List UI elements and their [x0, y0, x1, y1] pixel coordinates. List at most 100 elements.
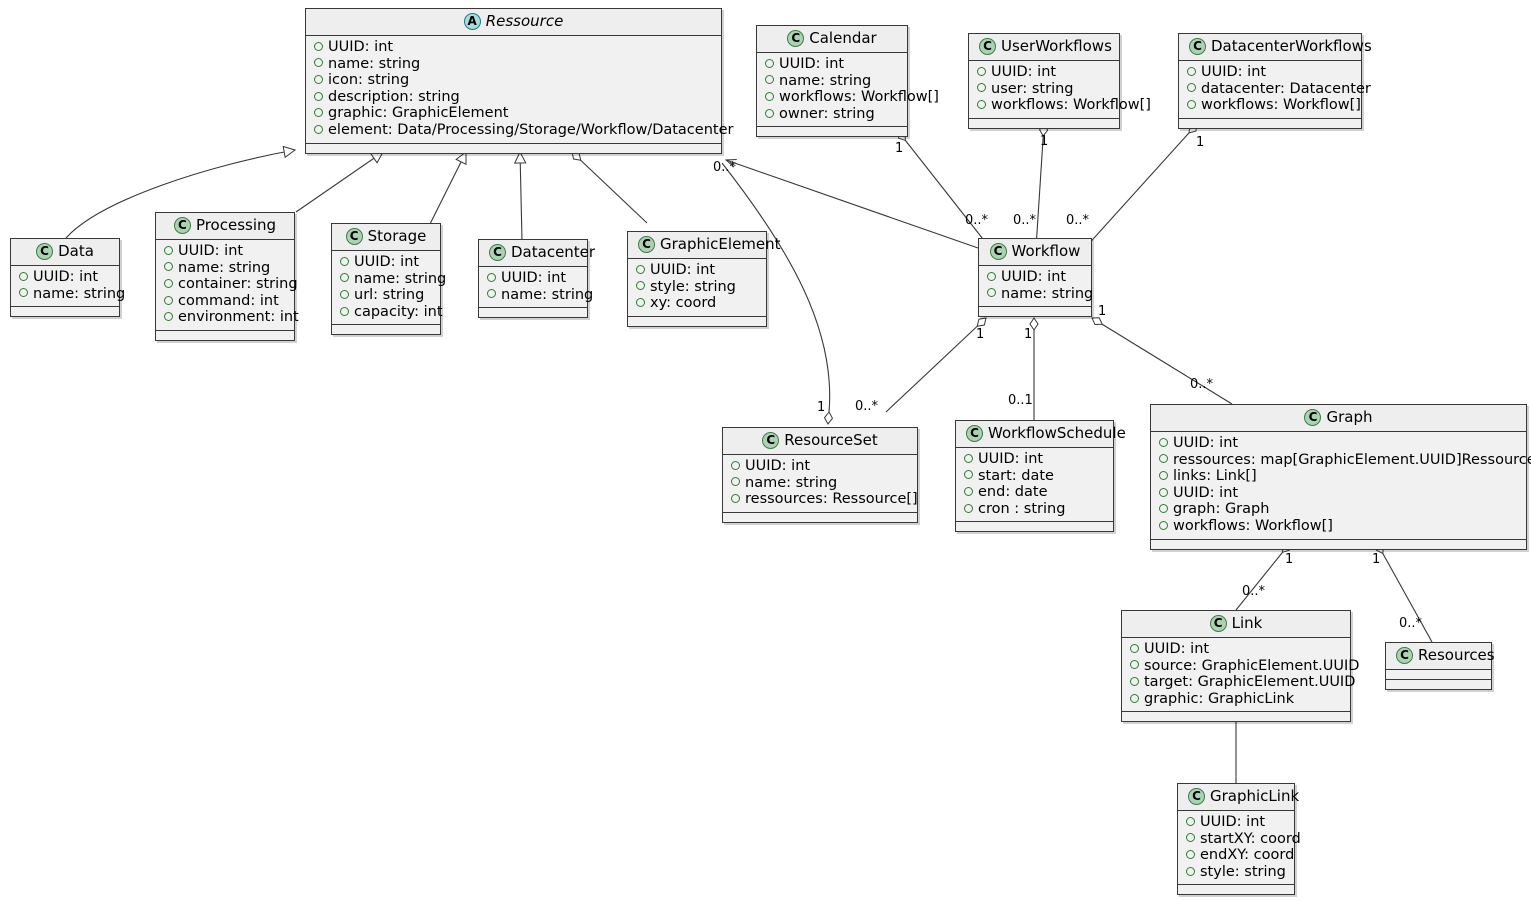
methods-datacenter: [479, 308, 587, 318]
methods-workflow: [979, 307, 1091, 317]
visibility-marker-icon: [314, 41, 323, 51]
label-graph-resources-dst: 0..*: [1399, 616, 1423, 631]
attributes-data: UUID: int name: string: [11, 266, 125, 308]
attribute-row: target: GraphicElement.UUID: [1128, 674, 1355, 691]
methods-processing: [156, 331, 294, 341]
visibility-marker-icon: [340, 256, 349, 266]
label-userworkflows-workflow-dst: 0..*: [1013, 213, 1037, 228]
edge-workflow-graph: [1091, 317, 1233, 405]
visibility-marker-icon: [977, 99, 986, 109]
visibility-marker-icon: [314, 58, 323, 68]
attribute-row: element: Data/Processing/Storage/Workflo…: [312, 122, 733, 139]
edge-workflow-ressource: [726, 160, 979, 249]
edge-datacenter-ressource: [520, 152, 522, 241]
label-graph-link-src: 1: [1285, 552, 1294, 567]
visibility-marker-icon: [164, 278, 173, 288]
class-badge-icon: C: [1209, 615, 1227, 632]
label-datacenterworkflows-workflow-dst: 0..*: [1066, 213, 1090, 228]
attribute-row: UUID: int: [1128, 641, 1344, 658]
class-title-resourceset: ResourceSet: [784, 431, 878, 449]
label-ressource-resourceset-src: 1: [817, 400, 826, 415]
label-graph-link-dst: 0..*: [1242, 584, 1266, 599]
class-title-workflow: Workflow: [1011, 242, 1081, 260]
class-badge-icon: C: [979, 38, 996, 55]
visibility-marker-icon: [977, 83, 986, 93]
attribute-row: source: GraphicElement.UUID: [1128, 658, 1359, 675]
edge-graph-resources: [1375, 542, 1433, 643]
attributes-graphiclink: UUID: int startXY: coord endXY: coord st…: [1178, 811, 1301, 886]
class-title-data: Data: [58, 242, 94, 260]
class-badge-icon: C: [489, 244, 506, 261]
class-title-datacenterworkflows: DatacenterWorkflows: [1211, 37, 1372, 55]
visibility-marker-icon: [1186, 866, 1195, 876]
attribute-row: workflows: Workflow[]: [975, 97, 1151, 114]
edge-datacenterworkflows-workflow: [1084, 123, 1198, 249]
visibility-marker-icon: [314, 91, 323, 101]
attribute-row: capacity: int: [338, 304, 443, 321]
edge-storage-ressource: [427, 152, 466, 229]
visibility-marker-icon: [340, 306, 349, 316]
visibility-marker-icon: [1159, 470, 1168, 480]
attribute-row: UUID: int: [1185, 64, 1355, 81]
label-calendar-workflow-src: 1: [895, 141, 904, 156]
edge-ressource-graphicelement: [571, 151, 648, 224]
visibility-marker-icon: [636, 281, 645, 291]
attribute-row: UUID: int: [634, 262, 760, 279]
class-badge-icon: C: [345, 228, 363, 245]
attributes-workflowschedule: UUID: int start: date end: date cron : s…: [956, 448, 1113, 523]
attribute-row: end: date: [962, 484, 1107, 501]
visibility-marker-icon: [1159, 504, 1168, 514]
visibility-marker-icon: [1159, 487, 1168, 497]
attribute-row: name: string: [485, 287, 593, 304]
methods-workflowschedule: [956, 522, 1113, 532]
label-workflow-resourceset-dst: 0..*: [855, 399, 879, 414]
visibility-marker-icon: [1159, 437, 1168, 447]
attribute-row: UUID: int: [312, 39, 715, 56]
attribute-row: user: string: [975, 81, 1113, 98]
visibility-marker-icon: [636, 264, 645, 274]
attributes-link: UUID: int source: GraphicElement.UUID ta…: [1122, 638, 1359, 713]
label-ressource-multiplicity: 0..*: [713, 160, 737, 175]
attribute-row: xy: coord: [634, 295, 760, 312]
label-workflow-schedule-dst: 0..1: [1008, 393, 1033, 408]
attribute-row: style: string: [634, 279, 760, 296]
class-title-graph: Graph: [1326, 408, 1373, 426]
label-workflow-graph-src: 1: [1098, 304, 1107, 319]
attributes-graphicelement: UUID: int style: string xy: coord: [628, 259, 766, 317]
class-badge-icon: C: [1189, 38, 1206, 55]
visibility-marker-icon: [164, 262, 173, 272]
edge-ressource-resourceset: [721, 162, 834, 425]
attribute-row: name: string: [763, 73, 901, 90]
attribute-row: cron : string: [962, 501, 1107, 518]
visibility-marker-icon: [636, 297, 645, 307]
attributes-resources: [1386, 670, 1491, 680]
visibility-marker-icon: [1186, 816, 1195, 826]
label-calendar-workflow-dst: 0..*: [965, 213, 989, 228]
attribute-row: ressources: Ressource[]: [729, 491, 918, 508]
methods-resources: [1386, 680, 1491, 689]
